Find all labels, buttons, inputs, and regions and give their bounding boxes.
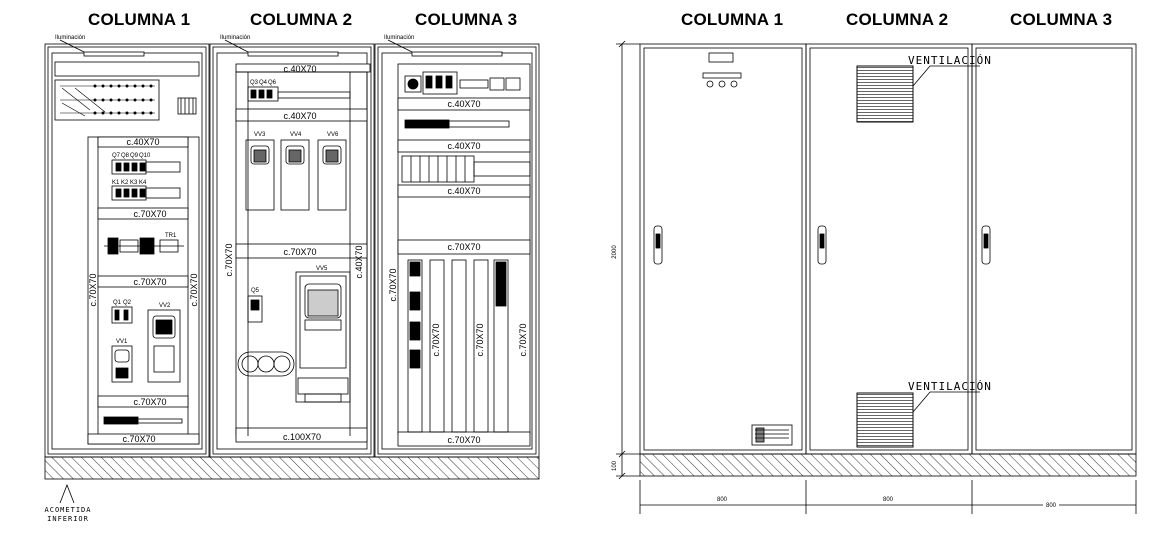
duct-label: c.70X70 bbox=[122, 434, 155, 444]
duct-label: c.70X70 bbox=[388, 268, 398, 301]
right-base-plinth bbox=[639, 453, 1137, 477]
device-label: Q5 bbox=[251, 288, 260, 294]
duct-label: c.40X70 bbox=[447, 186, 480, 196]
duct-label: c.70X70 bbox=[431, 323, 441, 356]
duct-label: c.100X70 bbox=[283, 432, 321, 442]
ventilation-label-top: VENTILACIÓN bbox=[908, 54, 992, 67]
duct-label: c.70X70 bbox=[518, 323, 528, 356]
left-column-1-title: COLUMNA 1 bbox=[88, 10, 191, 29]
device-label: VV3 bbox=[254, 132, 266, 138]
duct-label: c.70X70 bbox=[133, 397, 166, 407]
ventilation-grille-top bbox=[856, 65, 914, 123]
device-label: Q10 bbox=[139, 153, 151, 159]
device-label: Q9 bbox=[130, 153, 139, 159]
left-base-plinth bbox=[44, 456, 540, 480]
device-label: Q4 bbox=[259, 80, 268, 86]
drive-vv4 bbox=[280, 139, 310, 211]
right-column-3-title: COLUMNA 3 bbox=[1010, 10, 1113, 29]
duct-label: c.70X70 bbox=[189, 273, 199, 306]
duct-label: c.40X70 bbox=[283, 64, 316, 74]
duct-label: c.40X70 bbox=[126, 137, 159, 147]
door-column-1 bbox=[639, 43, 807, 455]
duct-label: c.70X70 bbox=[475, 323, 485, 356]
duct-label: c.40X70 bbox=[354, 245, 364, 278]
drive-vv6 bbox=[317, 139, 347, 211]
width-dimension-1: 800 bbox=[717, 497, 728, 503]
duct-label: c.40X70 bbox=[283, 111, 316, 121]
column-1-frame bbox=[44, 43, 210, 458]
device-label: VV2 bbox=[159, 303, 171, 309]
duct-label: c.70X70 bbox=[133, 209, 166, 219]
device-label: Q6 bbox=[268, 80, 277, 86]
lighting-label-col2: Iluminación bbox=[220, 35, 250, 41]
ventilation-label-bottom: VENTILACIÓN bbox=[908, 380, 992, 393]
device-label: Q8 bbox=[121, 153, 130, 159]
device-label: VV6 bbox=[327, 132, 339, 138]
duct-label: c.70X70 bbox=[88, 273, 98, 306]
device-label: K2 bbox=[121, 180, 129, 186]
ventilation-grille-bottom bbox=[856, 392, 914, 448]
door-handle-3 bbox=[981, 225, 991, 265]
device-label: K4 bbox=[139, 180, 147, 186]
duct-label: c.70X70 bbox=[447, 242, 480, 252]
device-label: Q3 bbox=[250, 80, 259, 86]
entry-label-line1: ACOMETIDA bbox=[45, 506, 92, 514]
device-label: Q2 bbox=[123, 300, 132, 306]
duct-label: c.70X70 bbox=[283, 247, 316, 257]
duct-label: c.70X70 bbox=[224, 243, 234, 276]
width-dimension-2: 800 bbox=[883, 497, 894, 503]
width-dimension-3: 800 bbox=[1046, 503, 1057, 509]
duct-label: c.70X70 bbox=[447, 435, 480, 445]
duct-label: c.40X70 bbox=[447, 141, 480, 151]
entry-label-line2: INFERIOR bbox=[47, 515, 89, 523]
device-label: K1 bbox=[112, 180, 120, 186]
terminal-row-dots bbox=[93, 84, 153, 115]
device-label: TR1 bbox=[165, 233, 177, 239]
front-elevation-view bbox=[616, 40, 1137, 514]
device-label: VV1 bbox=[116, 339, 128, 345]
lighting-label-col1: Iluminación bbox=[55, 35, 85, 41]
left-view-labels: Iluminación Iluminación Iluminación c.40… bbox=[45, 35, 528, 523]
right-column-2-title: COLUMNA 2 bbox=[846, 10, 949, 29]
base-dimension: 100 bbox=[612, 460, 618, 471]
device-label: VV4 bbox=[290, 132, 302, 138]
device-label: VV5 bbox=[316, 266, 328, 272]
duct-label: c.40X70 bbox=[447, 99, 480, 109]
left-column-3-title: COLUMNA 3 bbox=[415, 10, 518, 29]
device-label: K3 bbox=[130, 180, 138, 186]
drive-vv3 bbox=[245, 139, 275, 211]
lighting-label-col3: Iluminación bbox=[384, 35, 414, 41]
door-column-3 bbox=[971, 43, 1137, 455]
device-label: Q7 bbox=[112, 153, 121, 159]
internal-layout-view bbox=[44, 39, 540, 504]
height-dimension: 2000 bbox=[612, 245, 618, 259]
left-column-2-title: COLUMNA 2 bbox=[250, 10, 353, 29]
door-handle-1 bbox=[653, 225, 663, 265]
door-handle-2 bbox=[817, 225, 827, 265]
right-column-1-title: COLUMNA 1 bbox=[681, 10, 784, 29]
front-elevation-labels: VENTILACIÓN VENTILACIÓN 2000 100 800 800… bbox=[612, 54, 1059, 509]
duct-label: c.70X70 bbox=[133, 277, 166, 287]
device-label: Q1 bbox=[113, 300, 122, 306]
